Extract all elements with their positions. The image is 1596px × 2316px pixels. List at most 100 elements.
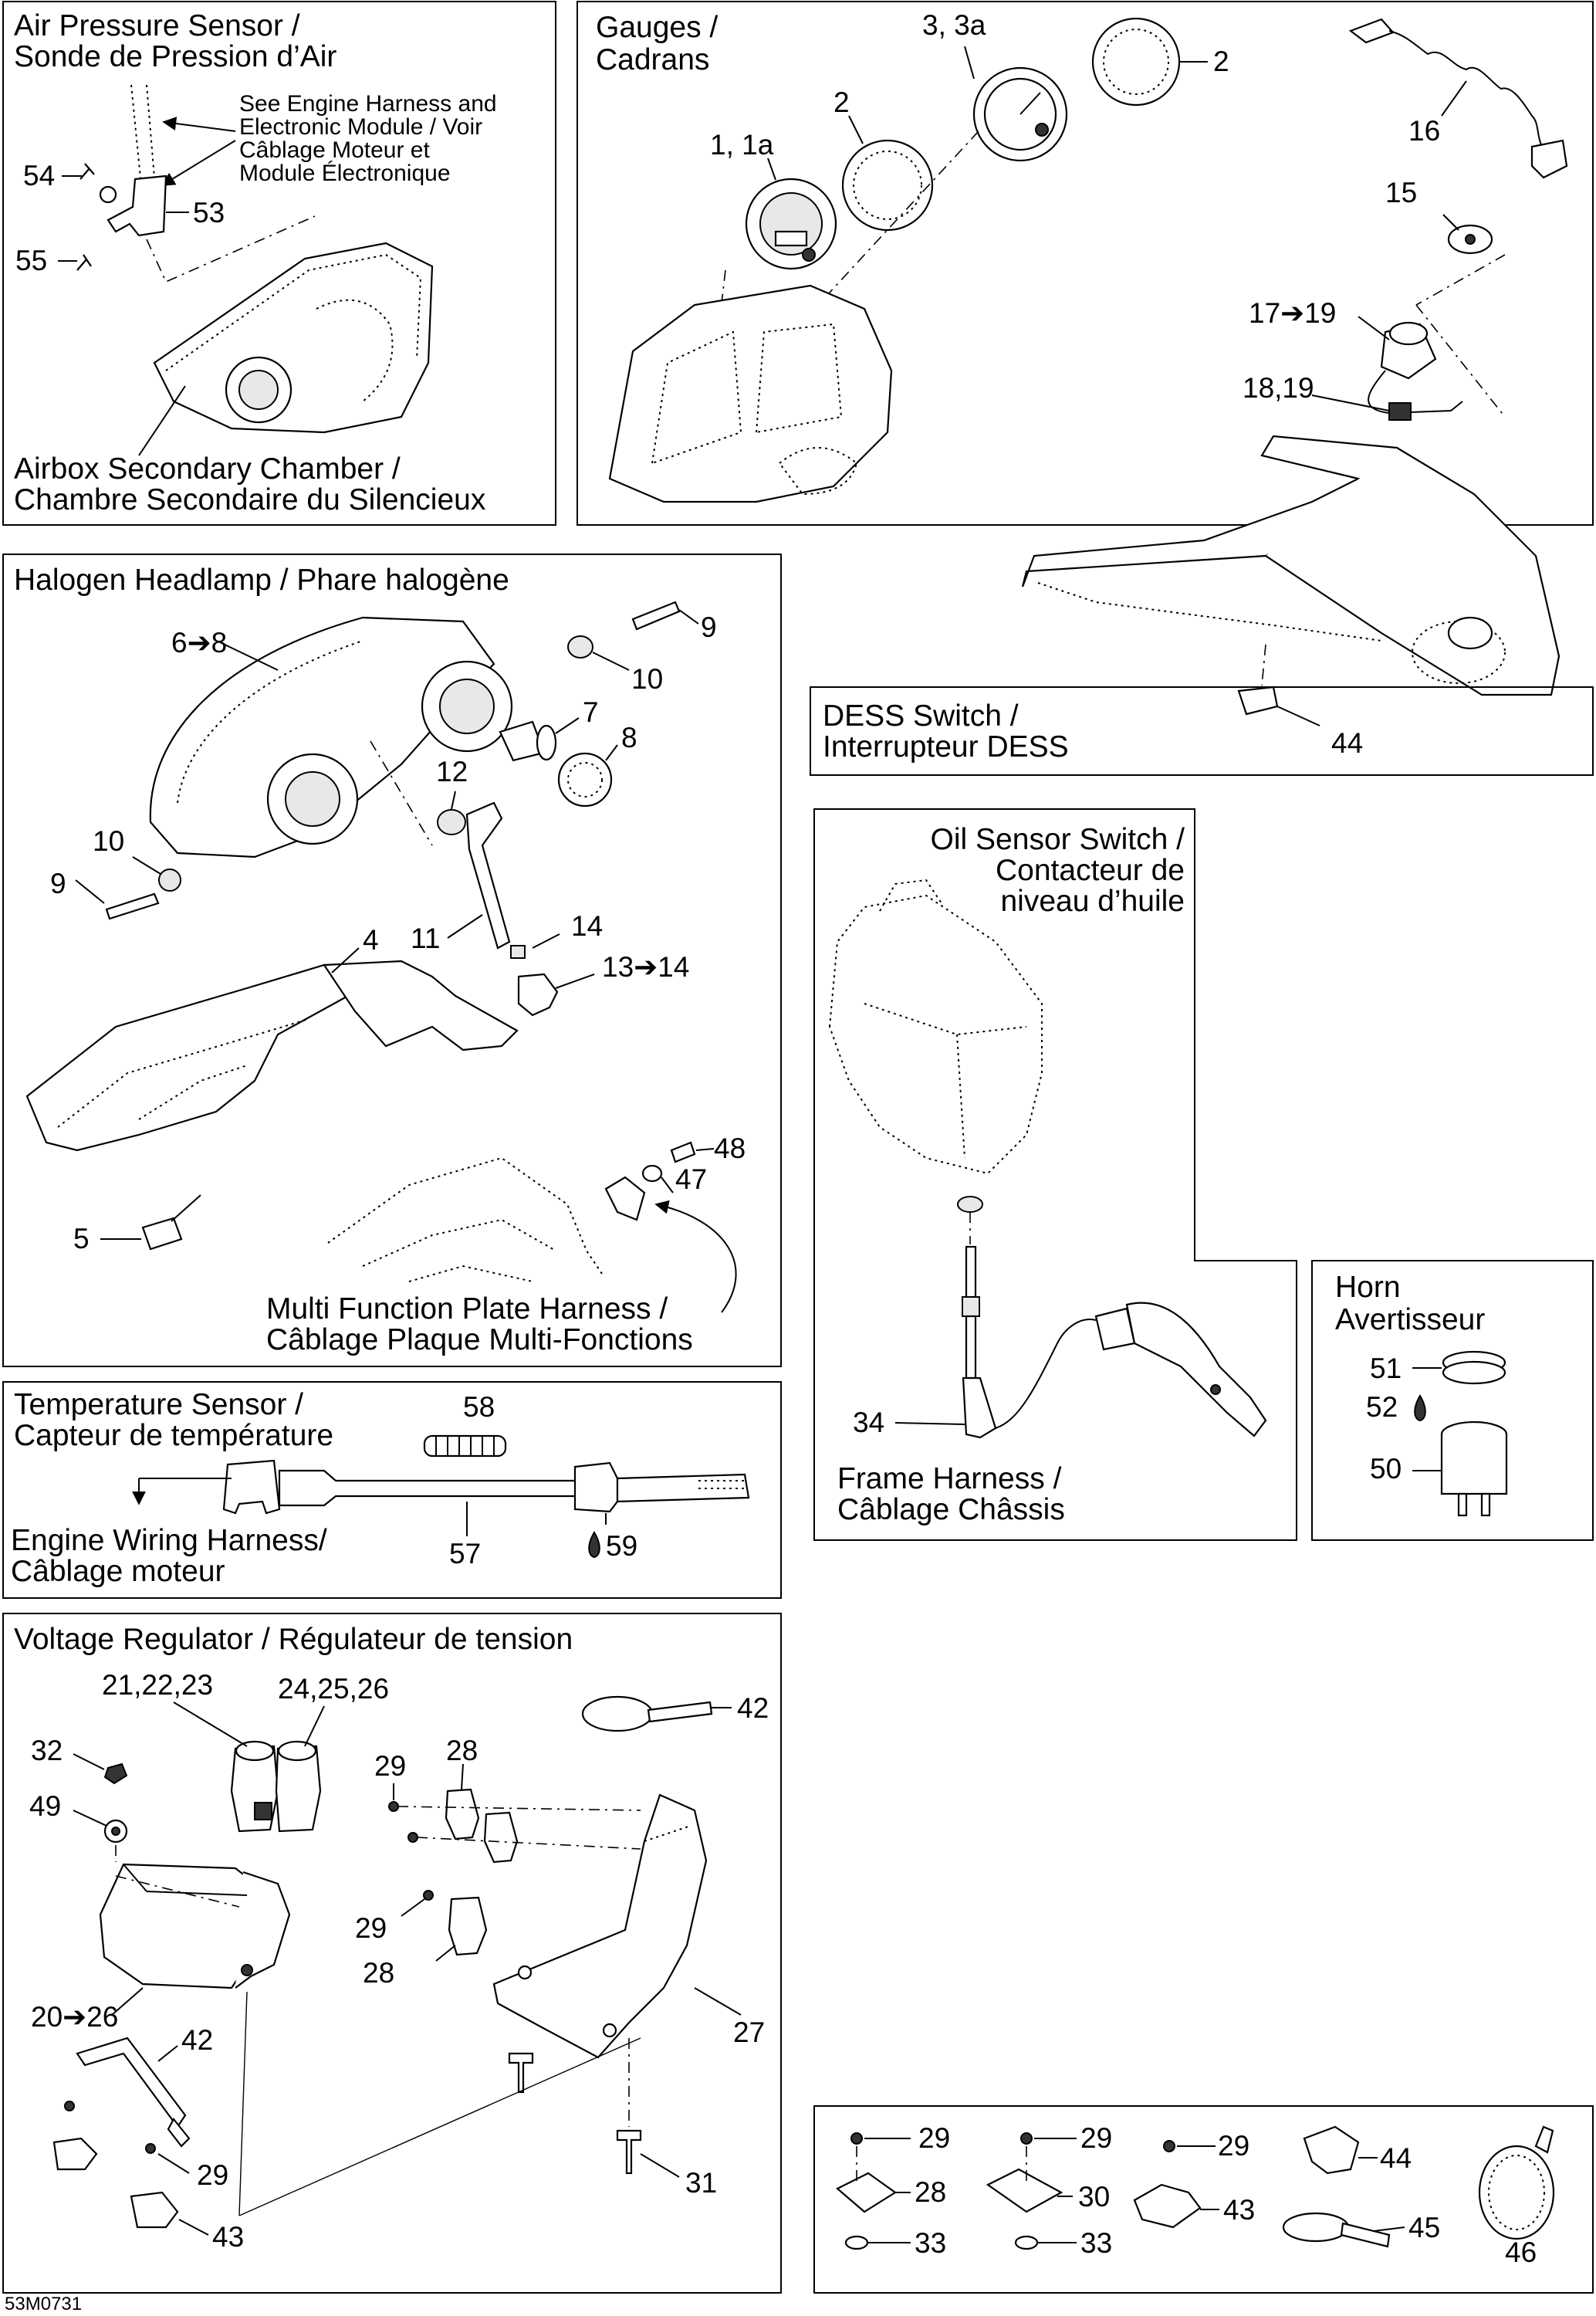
part-label-58: 58 <box>463 1391 495 1423</box>
part-label-28-upper: 28 <box>446 1735 478 1766</box>
panel-title-line2: Contacteur de <box>996 854 1185 887</box>
part-label-27: 27 <box>733 2016 765 2048</box>
bracket-28-b <box>483 1811 519 1864</box>
bezel-2-upper <box>1091 17 1181 107</box>
hardware-label-46: 46 <box>1505 2236 1537 2268</box>
part-label-53: 53 <box>193 197 225 229</box>
cable-tie-42-lower <box>76 2037 191 2148</box>
part-label-2-upper: 2 <box>1213 46 1229 77</box>
oil-sensor-grommet <box>957 1196 983 1213</box>
bolt-5 <box>141 1217 183 1251</box>
part-label-5: 5 <box>73 1223 90 1254</box>
cable-clamp-left <box>52 2137 98 2171</box>
temp-sensor-lead-57 <box>278 1469 588 1507</box>
sub-label-line1: Airbox Secondary Chamber / <box>14 452 401 486</box>
note-line3: Câblage Moteur et <box>239 137 430 163</box>
panel-gauges: Gauges / Cadrans 3, 3a 2 2 1, 1a <box>577 1 1594 776</box>
panel-air-pressure-sensor: Air Pressure Sensor / Sonde de Pression … <box>2 1 556 526</box>
clip-44-hw <box>1303 2125 1360 2175</box>
cable-clamp-43 <box>130 2191 179 2229</box>
part-label-28-lower: 28 <box>363 1957 394 1989</box>
sub-label-line1: Frame Harness / <box>837 1462 1062 1495</box>
retaining-ring-8 <box>557 752 613 808</box>
bracket-28-a <box>445 1788 480 1840</box>
sub-label-line1: Engine Wiring Harness/ <box>11 1524 327 1557</box>
harness-arrow <box>654 1200 737 1313</box>
sub-label-line2: Câblage Châssis <box>837 1493 1065 1526</box>
part-label-15: 15 <box>1385 177 1417 208</box>
part-label-1-1a: 1, 1a <box>710 129 774 161</box>
part-label-55: 55 <box>15 245 47 276</box>
panel-title-line2: Capteur de température <box>14 1419 333 1452</box>
regulator-connectors <box>230 1740 322 1833</box>
dess-safety-lanyard <box>1348 18 1568 179</box>
temp-sensor-connector <box>222 1459 281 1515</box>
part-label-29-upper: 29 <box>374 1750 406 1782</box>
grommet <box>99 185 117 204</box>
hardware-label-29-c: 29 <box>1218 2130 1249 2162</box>
part-label-16: 16 <box>1408 115 1440 147</box>
headlamp-housing <box>149 616 513 858</box>
panel-frame <box>2 1613 782 2294</box>
note-line4: Module Électronique <box>239 161 451 186</box>
screw-29-hw3 <box>1163 2140 1175 2152</box>
oil-sensor-body <box>965 1245 977 1299</box>
part-label-57: 57 <box>449 1538 481 1569</box>
panel-title-line2: Avertisseur <box>1335 1303 1485 1336</box>
oil-tank <box>828 879 1043 1175</box>
part-label-17-19: 17➔19 <box>1249 297 1336 329</box>
bezel-2-lower <box>841 139 934 232</box>
panel-title: Voltage Regulator / Régulateur de tensio… <box>14 1623 573 1656</box>
seal-14 <box>510 945 526 959</box>
part-label-10-lower: 10 <box>93 825 124 857</box>
hose-outline <box>130 84 141 178</box>
clip-44 <box>1237 686 1279 716</box>
part-label-10-upper: 10 <box>631 663 663 695</box>
bolt-center <box>508 2052 534 2094</box>
screw-29-e <box>145 2143 156 2154</box>
panel-title-line1: Air Pressure Sensor / <box>14 9 300 42</box>
harness-wire <box>995 1319 1097 1429</box>
part-label-52: 52 <box>1366 1391 1398 1423</box>
hardware-label-33-a: 33 <box>915 2227 946 2259</box>
part-label-13-14: 13➔14 <box>602 951 689 983</box>
hardware-label-43: 43 <box>1223 2194 1255 2226</box>
screw-54 <box>79 163 95 180</box>
part-label-51: 51 <box>1370 1353 1402 1384</box>
part-label-3-3a: 3, 3a <box>922 9 986 41</box>
panel-title-line2: Sonde de Pression d’Air <box>14 40 336 73</box>
oil-sensor-switch-34 <box>962 1376 997 1439</box>
temp-sensor-probe <box>616 1473 750 1503</box>
part-label-11: 11 <box>411 923 440 954</box>
part-label-32: 32 <box>31 1735 63 1766</box>
hardware-label-45: 45 <box>1408 2212 1440 2243</box>
multi-function-plate <box>327 1156 603 1282</box>
part-label-9-upper: 9 <box>701 611 717 643</box>
part-label-43: 43 <box>212 2221 244 2253</box>
bolt-9-upper <box>631 601 681 631</box>
washer-33-a <box>844 2235 869 2250</box>
note-line2: Electronic Module / Voir <box>239 114 482 140</box>
panel-title-line3: niveau d’huile <box>1000 885 1185 918</box>
gauge-console <box>608 284 893 503</box>
panel-frame <box>2 1381 782 1599</box>
part-label-29-middle: 29 <box>355 1912 387 1944</box>
part-label-7: 7 <box>583 696 599 728</box>
panel-halogen-headlamp: Halogen Headlamp / Phare halogène 6➔8 9 … <box>2 554 782 1367</box>
part-label-21-22-23: 21,22,23 <box>102 1669 213 1701</box>
hardware-label-29-a: 29 <box>918 2122 950 2154</box>
dess-label-box <box>810 686 1594 776</box>
panel-title-line2: Cadrans <box>596 43 709 76</box>
panel-frame <box>813 808 1297 1541</box>
screw-48 <box>670 1141 696 1163</box>
panel-title-line1: Oil Sensor Switch / <box>931 823 1185 856</box>
screw-55 <box>76 254 92 271</box>
panel-oil-sensor-switch: Oil Sensor Switch / Contacteur de niveau… <box>813 808 1297 1541</box>
screw-29-hw2 <box>1020 2132 1033 2145</box>
panel-frame <box>577 1 1594 526</box>
hardware-label-30: 30 <box>1078 2181 1110 2213</box>
part-label-18-19: 18,19 <box>1243 372 1314 404</box>
panel-title-line1: Temperature Sensor / <box>14 1388 303 1421</box>
part-label-9-lower: 9 <box>50 868 66 899</box>
